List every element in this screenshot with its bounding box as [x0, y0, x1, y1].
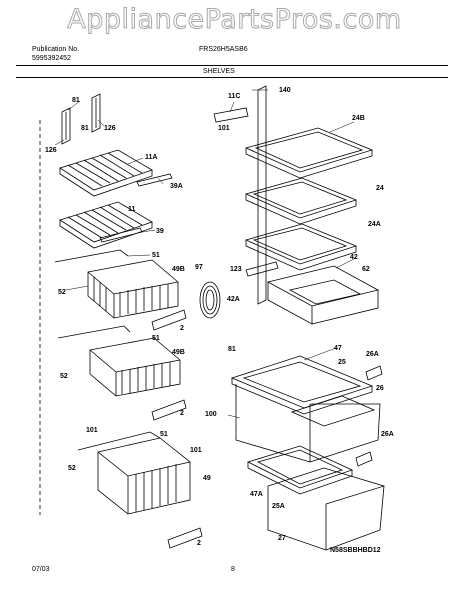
wire-basket-3 [77, 431, 191, 515]
callout-label: 49 [203, 475, 211, 482]
support-rail-140 [257, 85, 267, 305]
cover-support-26a-lower [355, 451, 373, 467]
callout-label: 25A [272, 503, 285, 510]
callout-label: 62 [362, 266, 370, 273]
callout-label: 52 [58, 289, 66, 296]
wire-shelf-11 [59, 201, 153, 249]
wire-shelf-11a [59, 149, 153, 197]
publication-label: Publication No. [32, 46, 80, 53]
footer-date: 07/03 [32, 566, 50, 573]
glass-shelf-24b [244, 127, 374, 179]
publication-number: 5995392452 [32, 55, 71, 62]
callout-label: 24A [368, 221, 381, 228]
callout-label: 26 [376, 385, 384, 392]
wire-basket-2 [57, 325, 181, 397]
callout-label: 51 [152, 252, 160, 259]
crisper-drawer-27 [267, 467, 385, 551]
callout-label: 47A [250, 491, 263, 498]
header-rule-top [16, 65, 448, 66]
wire-basket-1 [54, 249, 179, 319]
callout-label: 26A [366, 351, 379, 358]
callout-label: 51 [160, 431, 168, 438]
callout-label: 97 [195, 264, 203, 271]
diagram-code: N58SBBHBD12 [330, 547, 381, 554]
callout-label: 81 [72, 97, 80, 104]
basket-cover-2 [151, 399, 187, 421]
trim-39 [99, 227, 143, 243]
callout-label: 27 [278, 535, 286, 542]
crisper-cover-47 [230, 355, 374, 415]
callout-label: 11C [228, 93, 240, 100]
crisper-drawer-26 [235, 384, 381, 463]
spring-97 [199, 281, 221, 319]
trim-39a [136, 173, 173, 187]
callout-label: 26A [381, 431, 394, 438]
callout-label: 47 [334, 345, 342, 352]
glass-shelf-24 [244, 177, 358, 225]
callout-label: 11 [128, 206, 136, 213]
basket-cover-1 [151, 309, 187, 331]
callout-label: 24 [376, 185, 384, 192]
callout-label: 52 [60, 373, 68, 380]
callout-label: 52 [68, 465, 76, 472]
callout-label: 25 [338, 359, 346, 366]
callout-label: 42A [227, 296, 240, 303]
drawer-rail-42a [245, 261, 279, 277]
callout-label: 126 [104, 125, 116, 132]
crisper-cover-47a [246, 445, 354, 495]
glass-shelf-24a [244, 223, 358, 271]
callout-label: 123 [230, 266, 242, 273]
header-rule-bottom [16, 77, 448, 78]
watermark: AppliancePartsPros.com [67, 4, 402, 36]
callout-label: 49B [172, 266, 185, 273]
callout-label: 81 [81, 125, 89, 132]
callout-label: 39 [156, 228, 164, 235]
callout-label: 11A [145, 154, 157, 161]
callout-label: 2 [180, 325, 184, 332]
callout-label: 2 [180, 410, 184, 417]
callout-label: 100 [205, 411, 217, 418]
callout-label: 42 [350, 254, 358, 261]
callout-label: 101 [86, 427, 98, 434]
deli-drawer-62 [266, 265, 380, 325]
shelf-bracket-11c [213, 107, 249, 123]
cover-support-26a [365, 365, 383, 381]
shelf-brackets [61, 93, 101, 145]
callout-label: 140 [279, 87, 291, 94]
footer-page-number: 8 [231, 566, 235, 573]
model-number: FRS26H5ASB6 [199, 46, 248, 53]
callout-label: 49B [172, 349, 185, 356]
callout-label: 101 [190, 447, 202, 454]
basket-cover-3 [167, 527, 203, 549]
callout-label: 81 [228, 346, 236, 353]
callout-label: 101 [218, 125, 230, 132]
callout-label: 126 [45, 147, 57, 154]
section-title: SHELVES [203, 68, 235, 75]
callout-label: 2 [197, 540, 201, 547]
callout-label: 51 [152, 335, 160, 342]
callout-label: 39A [170, 183, 183, 190]
callout-label: 24B [352, 115, 365, 122]
